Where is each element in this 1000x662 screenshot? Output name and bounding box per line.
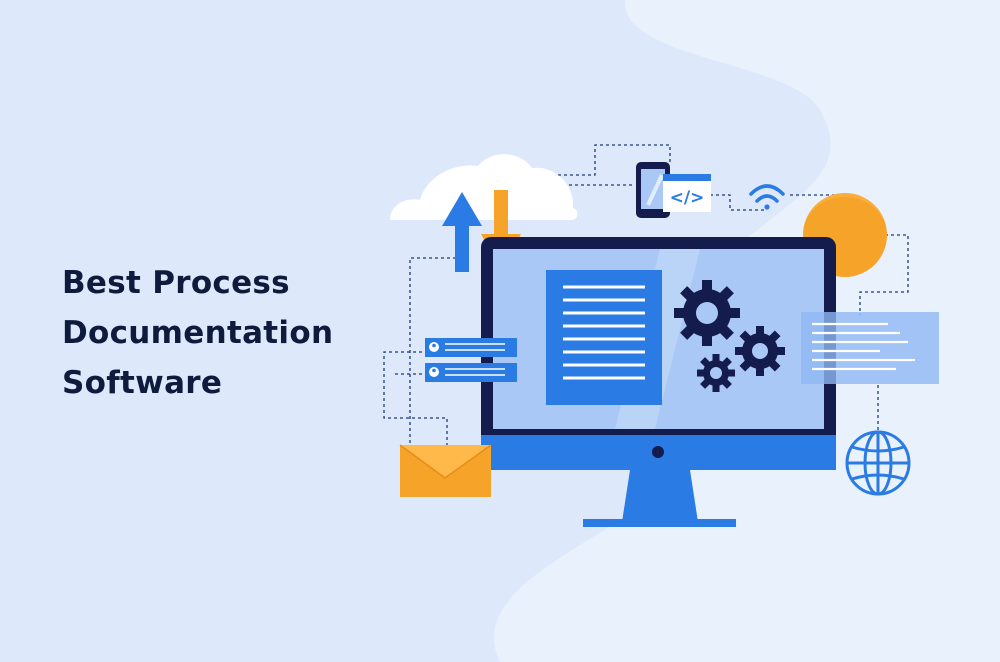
code-tag-text: </>	[670, 188, 705, 208]
page-title: Best Process Documentation Software	[62, 258, 333, 408]
wifi-icon	[749, 184, 785, 210]
title-line-1: Best Process	[62, 265, 290, 301]
envelope-icon	[399, 444, 492, 497]
upload-arrow-icon	[442, 192, 482, 272]
title-line-2: Documentation	[62, 315, 334, 351]
document-icon	[546, 270, 662, 405]
title-line-3: Software	[62, 365, 223, 401]
text-panel-icon	[801, 312, 939, 384]
code-window-icon: </>	[663, 174, 711, 212]
gear-icon	[674, 280, 785, 392]
cloud-icon	[390, 154, 578, 220]
phone-icon	[636, 162, 670, 218]
globe-icon	[845, 430, 911, 496]
user-card-icon	[425, 338, 517, 382]
